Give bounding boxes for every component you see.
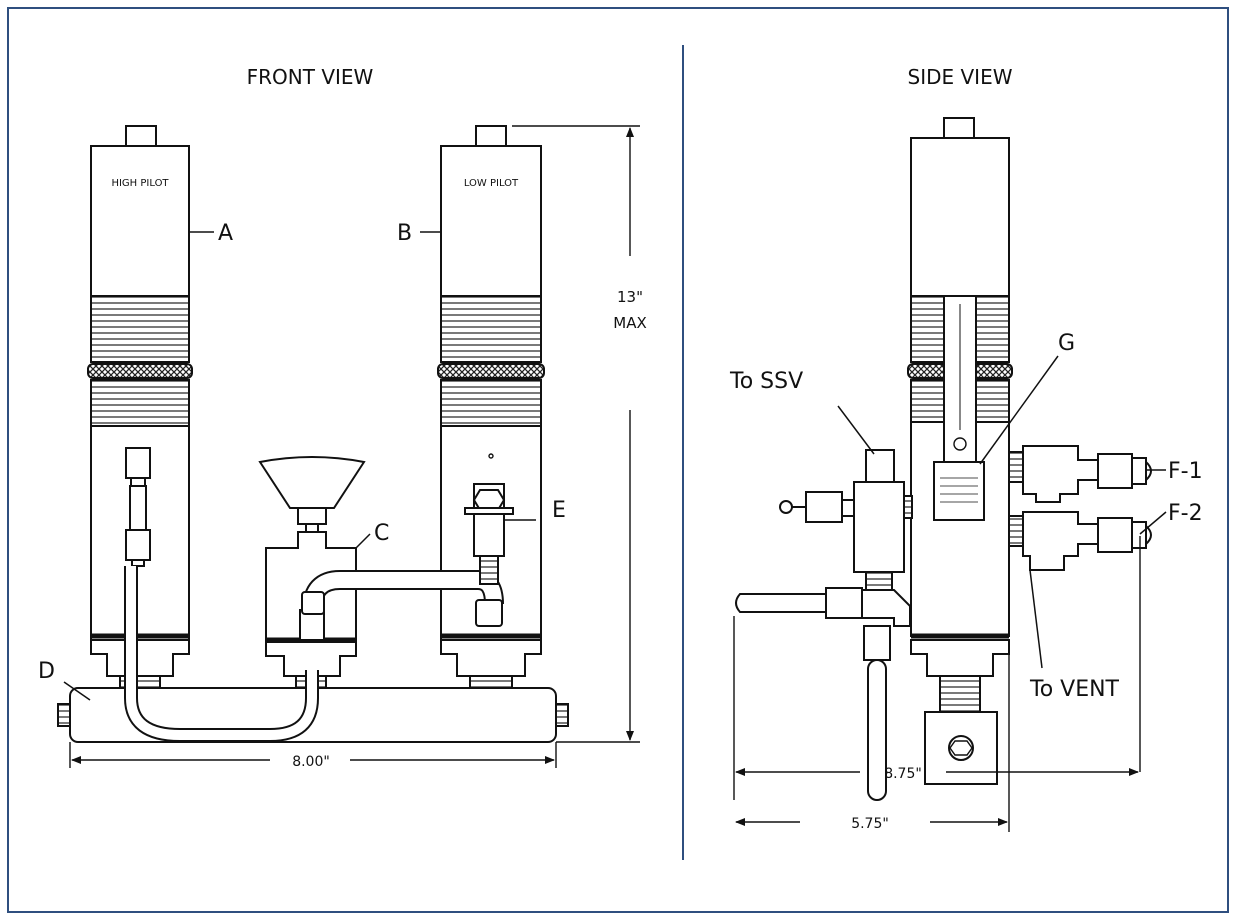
fitting-f2 [1008, 511, 1152, 571]
side-view-title: SIDE VIEW [908, 65, 1013, 89]
front-view-title: FRONT VIEW [247, 65, 374, 89]
tubing-front [124, 447, 504, 742]
height-max: MAX [613, 314, 646, 332]
height-dimension: 13" [617, 288, 643, 306]
callout-b: B [397, 221, 412, 246]
low-pilot [437, 125, 545, 689]
dim-inner: 5.75" [851, 816, 889, 832]
gauge-g [933, 295, 985, 521]
side-callouts [837, 355, 1167, 669]
low-pilot-label: LOW PILOT [464, 178, 519, 189]
callout-f1: F-1 [1168, 459, 1203, 484]
callout-d: D [38, 659, 55, 684]
side-view [735, 117, 1152, 801]
side-block [735, 449, 913, 801]
part-e [464, 483, 514, 585]
callout-c: C [374, 521, 389, 546]
to-ssv-label: To SSV [729, 369, 803, 394]
border-frame [7, 7, 1229, 913]
width-dimension: 8.00" [292, 754, 330, 770]
callout-g: G [1058, 331, 1075, 356]
front-dimensions [69, 125, 640, 768]
callout-f2: F-2 [1168, 501, 1203, 526]
high-pilot-label: HIGH PILOT [111, 178, 169, 189]
high-pilot [87, 125, 193, 689]
callout-a: A [218, 221, 233, 246]
side-dimensions [733, 536, 1141, 832]
fitting-f1 [1008, 445, 1152, 503]
front-callouts [63, 231, 536, 701]
front-view [57, 125, 569, 743]
dim-outer: 8.75" [884, 766, 922, 782]
to-vent-label: To VENT [1029, 677, 1120, 702]
callout-e: E [552, 498, 566, 523]
valve-c [258, 456, 366, 689]
